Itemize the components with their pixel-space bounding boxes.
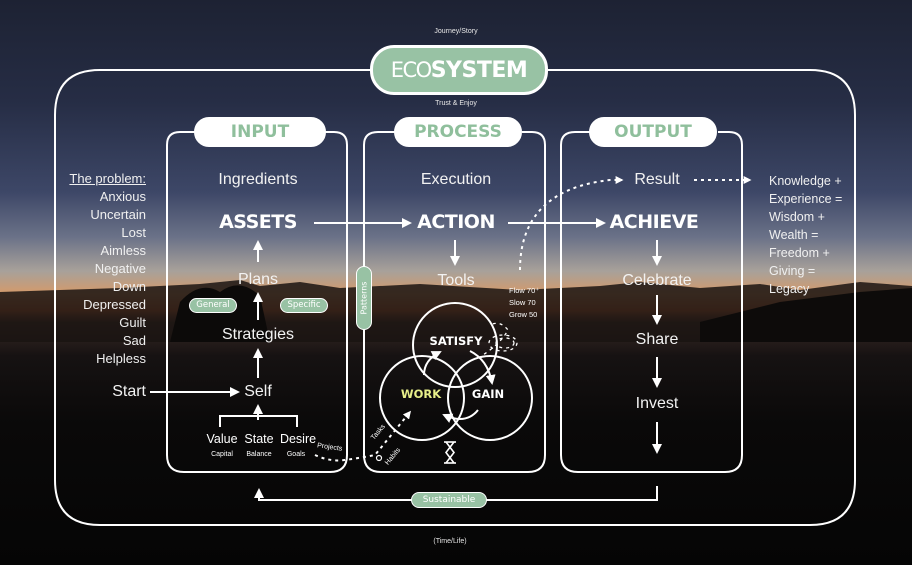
title-eco: ECO (390, 58, 432, 82)
output-title-pill: OUTPUT (589, 117, 717, 147)
problem-item: Uncertain (90, 207, 146, 222)
problem-item: Depressed (83, 297, 146, 312)
problem-item: Helpless (96, 351, 146, 366)
flow-stats: Flow 70⁺ Slow 70 Grow 50 (509, 285, 539, 321)
root-desire-sub: Goals (286, 451, 306, 458)
legacy-item: Giving = (769, 264, 816, 278)
legacy-item: Wealth = (769, 228, 819, 242)
legacy-item: Wisdom + (769, 210, 825, 224)
achieve-label: ACHIEVE (609, 211, 699, 233)
root-state: State (244, 432, 274, 446)
flow-stat: Slow 70 (509, 298, 536, 307)
input-title-pill: INPUT (194, 117, 326, 147)
problem-list: The problem: Anxious Uncertain Lost Aiml… (69, 170, 146, 368)
self-label: Self (244, 383, 272, 400)
flow-stat: Flow 70⁺ (509, 286, 540, 295)
legacy-item: Experience = (769, 192, 843, 206)
journey-story-caption: Journey/Story (434, 28, 478, 35)
time-life-caption: (Time/Life) (433, 538, 467, 545)
problem-item: Negative (94, 261, 146, 276)
venn-work (379, 355, 465, 441)
invest-label: Invest (635, 395, 679, 412)
process-subtitle: Execution (420, 171, 492, 188)
start-label: Start (112, 383, 146, 400)
problem-item: Guilt (119, 315, 146, 330)
problem-item: Sad (122, 333, 146, 348)
problem-item: Down (112, 279, 146, 294)
patterns-badge: Patterns (356, 266, 372, 330)
share-label: Share (635, 331, 679, 348)
venn-satisfy (412, 302, 498, 388)
assets-label: ASSETS (219, 211, 297, 233)
venn-gain-label: GAIN (471, 387, 505, 401)
title-system: SYSTEM (430, 58, 528, 83)
trust-enjoy-caption: Trust & Enjoy (435, 100, 477, 107)
legacy-item: Legacy (769, 282, 810, 296)
problem-item: Lost (121, 225, 146, 240)
celebrate-label: Celebrate (622, 272, 692, 289)
dotted-result-arc (519, 176, 624, 271)
general-badge: General (189, 298, 237, 313)
legacy-item: Freedom + (769, 246, 830, 260)
root-value: Value (206, 432, 238, 446)
legacy-item: Knowledge + (769, 174, 842, 188)
problem-item: Aimless (100, 243, 146, 258)
venn-work-label: WORK (400, 387, 442, 401)
hourglass-icon (444, 441, 456, 464)
ecosystem-frame (54, 69, 856, 526)
action-label: ACTION (417, 211, 495, 233)
specific-badge: Specific (280, 298, 328, 313)
root-value-sub: Capital (211, 451, 233, 458)
dotted-projects (314, 410, 412, 462)
input-box (166, 131, 348, 473)
problem-item: Anxious (99, 189, 146, 204)
output-box (560, 131, 743, 473)
habits-circle-icon (375, 454, 383, 462)
patterns-label: Patterns (359, 281, 369, 315)
result-label: Result (634, 171, 680, 188)
legacy-chain: Knowledge + Experience = Wisdom + Wealth… (769, 172, 842, 298)
venn-gain (447, 355, 533, 441)
venn-satisfy-label: SATISFY (429, 334, 483, 348)
sustainable-badge: Sustainable (411, 492, 487, 508)
process-box (363, 131, 546, 473)
strategies-label: Strategies (221, 326, 295, 343)
flow-stat: Grow 50 (509, 310, 538, 319)
root-desire: Desire (279, 432, 317, 446)
tools-label: Tools (437, 272, 475, 289)
root-state-sub: Balance (246, 451, 272, 458)
process-title-pill: PROCESS (394, 117, 522, 147)
ecosystem-title-pill: ECOSYSTEM (370, 45, 548, 95)
input-subtitle: Ingredients (218, 171, 298, 188)
problem-heading: The problem: (69, 171, 146, 186)
plans-label: Plans (237, 271, 279, 288)
